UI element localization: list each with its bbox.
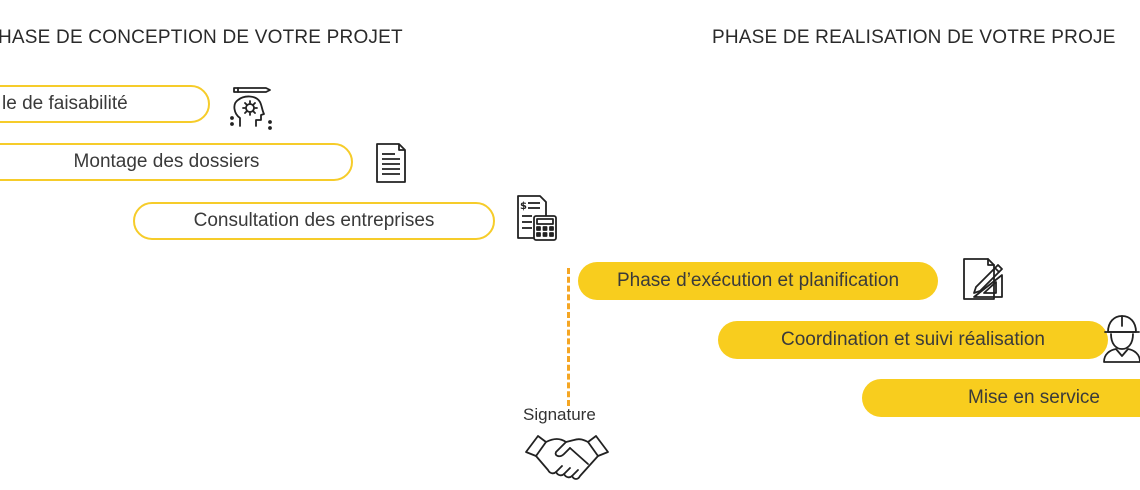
svg-text:$: $	[520, 201, 527, 212]
step-dossiers-pill: Montage des dossiers	[0, 143, 353, 181]
invoice-calculator-icon: $	[514, 192, 560, 244]
engineer-head-gear-icon	[226, 80, 276, 130]
step-feasibility-pill: le de faisabilité	[0, 85, 210, 123]
pencil-ruler-icon	[958, 255, 1006, 303]
construction-worker-icon	[1100, 312, 1140, 364]
realisation-phase-title: PHASE DE REALISATION DE VOTRE PROJE	[712, 27, 1116, 48]
document-icon	[371, 140, 411, 186]
step-coordination-label: Coordination et suivi réalisation	[780, 329, 1046, 350]
step-consultation-label: Consultation des entreprises	[193, 210, 435, 231]
handshake-icon	[524, 428, 610, 488]
signature-label: Signature	[523, 405, 596, 424]
step-dossiers-label: Montage des dossiers	[73, 151, 260, 172]
conception-phase-title: HASE DE CONCEPTION DE VOTRE PROJET	[0, 27, 403, 48]
step-commissioning-label: Mise en service	[968, 387, 1100, 408]
step-consultation-pill: Consultation des entreprises	[133, 202, 495, 240]
signature-dashed-connector	[567, 268, 570, 406]
step-execution-pill: Phase d’exécution et planification	[578, 262, 938, 300]
step-coordination-pill: Coordination et suivi réalisation	[718, 321, 1108, 359]
step-feasibility-label: le de faisabilité	[2, 93, 128, 114]
step-execution-label: Phase d’exécution et planification	[616, 270, 900, 291]
step-commissioning-pill: Mise en service	[862, 379, 1140, 417]
